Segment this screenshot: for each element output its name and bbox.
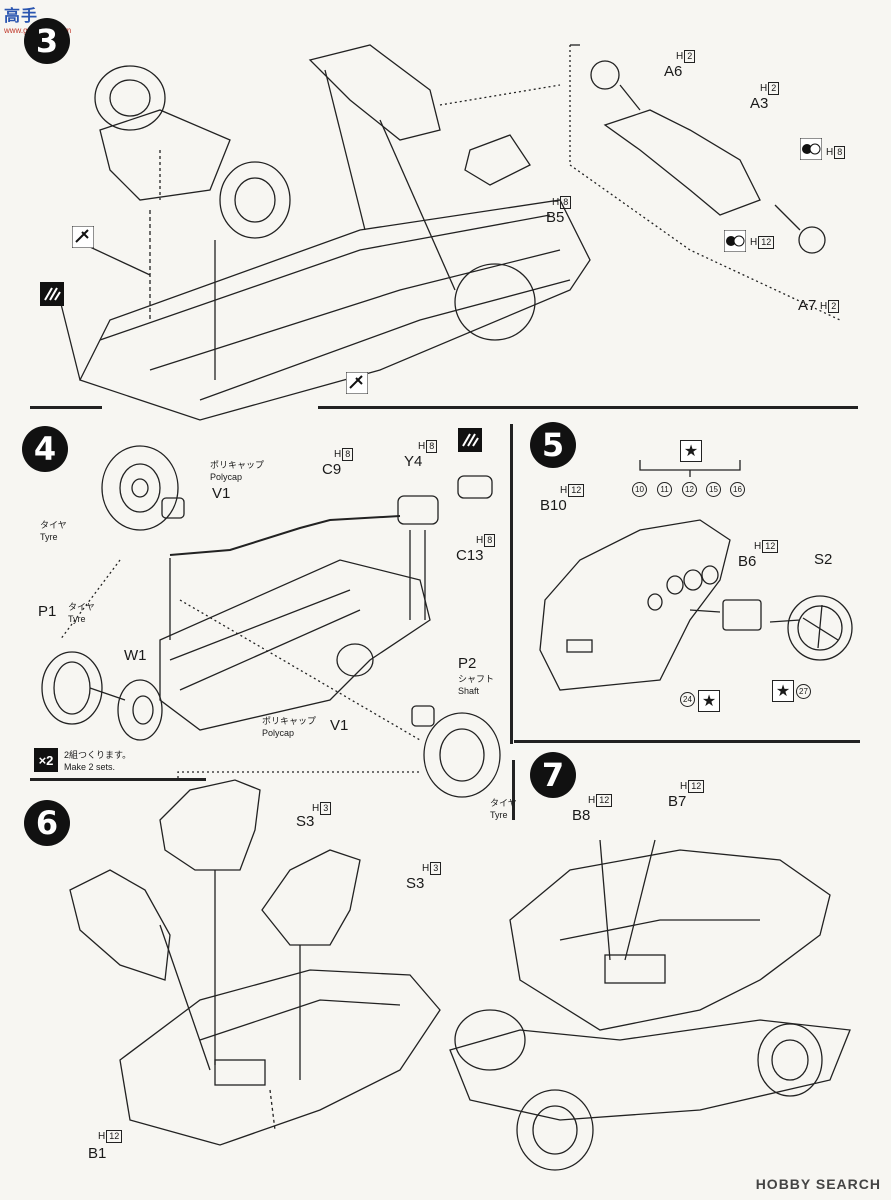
- divider-step4-bottom-left: [30, 778, 206, 781]
- part-b8-label: B8: [572, 807, 591, 824]
- part-s3-top-label: S3: [296, 813, 315, 830]
- part-b10-label: B10: [540, 497, 567, 514]
- polycap-jp-label: ポリキャップ: [210, 460, 265, 470]
- divider-step4-step5: [510, 424, 513, 744]
- step-5-badge: 5: [530, 422, 576, 468]
- paint-color-icon: [799, 137, 823, 165]
- glue-icon-2: [345, 371, 369, 399]
- part-s2-label: S2: [814, 551, 833, 568]
- step7-drawing: [449, 839, 851, 1171]
- step-3-badge: 3: [24, 18, 70, 64]
- part-p2-label: P2: [458, 655, 477, 672]
- part-w1-label: W1: [124, 647, 147, 664]
- decal-10: 10: [632, 482, 647, 497]
- glue-icon: [71, 225, 95, 253]
- part-b1-label: B1: [88, 1145, 107, 1162]
- polycap2-en-label: Polycap: [262, 728, 295, 738]
- step3-inset-drawing: [590, 60, 826, 254]
- decal-12: 12: [682, 482, 697, 497]
- part-a3-label: A3: [750, 95, 769, 112]
- part-a7-label: A7: [798, 297, 817, 314]
- tyre-en-label: Tyre: [40, 532, 58, 542]
- divider-step3-left: [30, 406, 102, 409]
- cement-icon: [40, 282, 64, 311]
- decal-24: 24: [680, 692, 695, 707]
- step6-drawing: [69, 779, 441, 1146]
- part-b7-label: B7: [668, 793, 687, 810]
- decal-16: 16: [730, 482, 745, 497]
- shaft-jp-label: シャフト: [458, 674, 495, 684]
- polycap2-jp-label: ポリキャップ: [262, 716, 317, 726]
- part-s3-second-label: S3: [406, 875, 425, 892]
- p1-tyre-en-label: Tyre: [68, 614, 86, 624]
- decal-15: 15: [706, 482, 721, 497]
- make-2-sets-jp: 2組つくります。: [64, 750, 132, 760]
- part-c9-label: C9: [322, 461, 342, 478]
- divider-step6-step7: [512, 760, 515, 820]
- p1-tyre-jp-label: タイヤ: [68, 602, 95, 612]
- star-marker-icon-2: ★: [698, 690, 720, 712]
- tyre2-jp-label: タイヤ: [490, 798, 517, 808]
- part-b5-label: B5: [546, 209, 565, 226]
- step-4-badge: 4: [22, 426, 68, 472]
- tyre2-en-label: Tyre: [490, 810, 508, 820]
- polycap-en-label: Polycap: [210, 472, 243, 482]
- watermark-text: 高手: [4, 8, 39, 25]
- step-6-badge: 6: [24, 800, 70, 846]
- star-marker-icon: ★: [680, 440, 702, 462]
- step4-drawing: [41, 445, 501, 798]
- cement-icon-step4: [458, 428, 482, 457]
- step5-drawing: [539, 460, 853, 691]
- hobby-search-logo: HOBBY SEARCH: [755, 1176, 881, 1192]
- part-c13-label: C13: [456, 547, 484, 564]
- tyre-jp-label: タイヤ: [40, 520, 67, 530]
- decal-11: 11: [657, 482, 672, 497]
- part-v1-top-label: V1: [212, 485, 231, 502]
- step3-chassis-drawing: [59, 44, 591, 421]
- part-y4-label: Y4: [404, 453, 423, 470]
- star-marker-icon-3: ★: [772, 680, 794, 702]
- step-7-badge: 7: [530, 752, 576, 798]
- divider-step3-right: [318, 406, 858, 409]
- divider-step5-bottom: [514, 740, 860, 743]
- make-two-icon: ×2: [34, 748, 58, 772]
- part-b6-label: B6: [738, 553, 757, 570]
- part-p1-label: P1: [38, 603, 57, 620]
- decal-27: 27: [796, 684, 811, 699]
- make-2-sets-en: Make 2 sets.: [64, 762, 116, 772]
- part-v1-bottom-label: V1: [330, 717, 349, 734]
- paint-color-icon-2: [723, 229, 747, 257]
- shaft-en-label: Shaft: [458, 686, 480, 696]
- part-a6-label: A6: [664, 63, 683, 80]
